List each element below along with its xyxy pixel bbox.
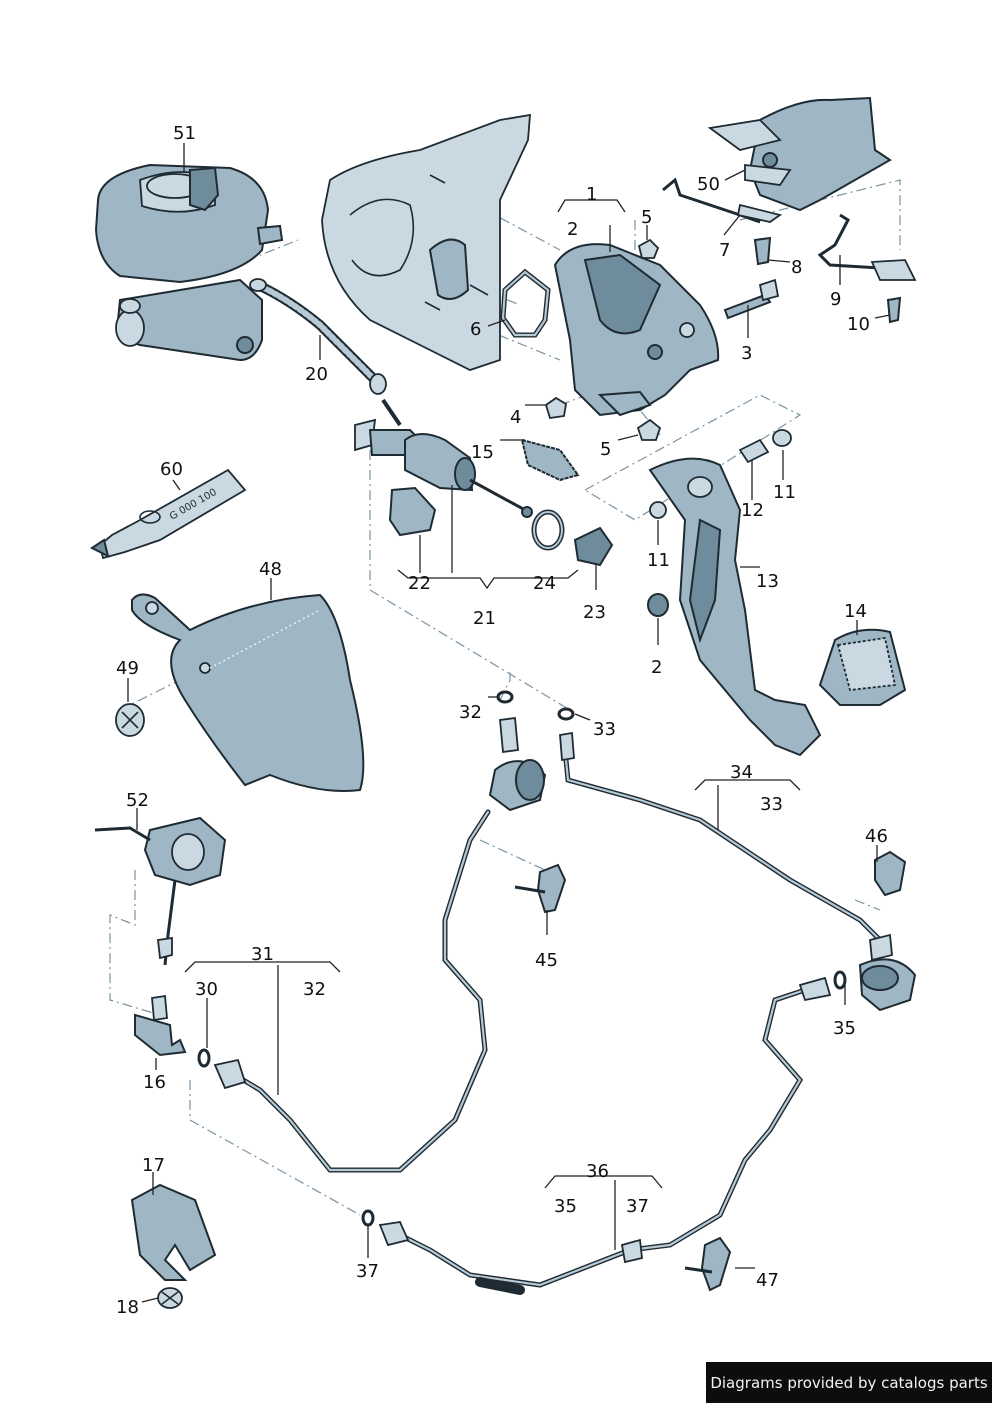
callout-31: 31 [251, 944, 274, 965]
callout-46: 46 [865, 826, 888, 847]
gasket [500, 268, 551, 338]
callout-11b: 11 [647, 550, 670, 571]
callout-1: 1 [586, 184, 597, 205]
callout-9: 9 [830, 289, 841, 310]
clutch-master-cylinder [354, 398, 533, 518]
callout-6: 6 [470, 319, 481, 340]
clip-18 [157, 1287, 183, 1309]
callout-2b: 2 [651, 657, 662, 678]
callout-24: 24 [533, 573, 556, 594]
callout-51: 51 [173, 123, 196, 144]
dust-boot [520, 438, 580, 482]
callout-8: 8 [791, 257, 802, 278]
protective-cover [131, 593, 365, 792]
sealant-tube [90, 468, 247, 560]
callout-47: 47 [756, 1270, 779, 1291]
callout-5: 5 [641, 207, 652, 228]
callout-14: 14 [844, 601, 867, 622]
callout-5b: 5 [600, 439, 611, 460]
callout-30: 30 [195, 979, 218, 1000]
callout-2: 2 [567, 219, 578, 240]
callout-60: 60 [160, 459, 183, 480]
callout-3: 3 [741, 343, 752, 364]
pedal-pin-and-bushings [647, 429, 792, 617]
credit-banner: Diagrams provided by catalogs parts [706, 1362, 992, 1403]
clutch-pedal [648, 457, 822, 757]
callout-23: 23 [583, 602, 606, 623]
callout-4: 4 [510, 407, 521, 428]
callout-15: 15 [471, 442, 494, 463]
callout-35b: 35 [554, 1196, 577, 1217]
supply-hose [249, 278, 387, 395]
pipe-brackets [514, 850, 907, 1292]
retaining-clip [388, 486, 614, 567]
callout-16: 16 [143, 1072, 166, 1093]
callout-13: 13 [756, 571, 779, 592]
callout-33b: 33 [760, 794, 783, 815]
credit-text: Diagrams provided by catalogs parts [710, 1373, 988, 1392]
o-ring [531, 509, 565, 551]
damper-fittings [488, 716, 917, 1012]
callout-21: 21 [473, 608, 496, 629]
upper-mounting-bracket [662, 96, 917, 281]
callout-7: 7 [719, 240, 730, 261]
callout-36: 36 [586, 1161, 609, 1182]
brake-fluid-reservoir [94, 163, 284, 362]
bulkhead-panel [321, 113, 531, 371]
callout-10: 10 [847, 314, 870, 335]
callout-45: 45 [535, 950, 558, 971]
push-clip [115, 703, 145, 737]
nuts-and-bolts [544, 236, 902, 441]
leader-lines [127, 143, 891, 1303]
callout-12: 12 [741, 500, 764, 521]
callout-35: 35 [833, 1018, 856, 1039]
callout-34: 34 [730, 762, 753, 783]
callout-22: 22 [408, 573, 431, 594]
lower-bracket [130, 1183, 217, 1281]
slave-cylinder [94, 816, 227, 966]
callout-52: 52 [126, 790, 149, 811]
callout-48: 48 [259, 559, 282, 580]
pedal-pad [818, 628, 907, 706]
pedal-bracket [553, 243, 720, 417]
pressure-pipes [213, 747, 883, 1295]
callout-50: 50 [697, 174, 720, 195]
callout-32b: 32 [303, 979, 326, 1000]
callout-33: 33 [593, 719, 616, 740]
t-piece [134, 994, 187, 1057]
callout-37b: 37 [356, 1261, 379, 1282]
callout-17: 17 [142, 1155, 165, 1176]
callout-37: 37 [626, 1196, 649, 1217]
callout-labels: 51 1 2 5 50 7 8 9 10 3 6 20 4 5 15 60 12… [116, 123, 888, 1318]
callout-20: 20 [305, 364, 328, 385]
callout-49: 49 [116, 658, 139, 679]
callout-18: 18 [116, 1297, 139, 1318]
callout-32: 32 [459, 702, 482, 723]
callout-11: 11 [773, 482, 796, 503]
